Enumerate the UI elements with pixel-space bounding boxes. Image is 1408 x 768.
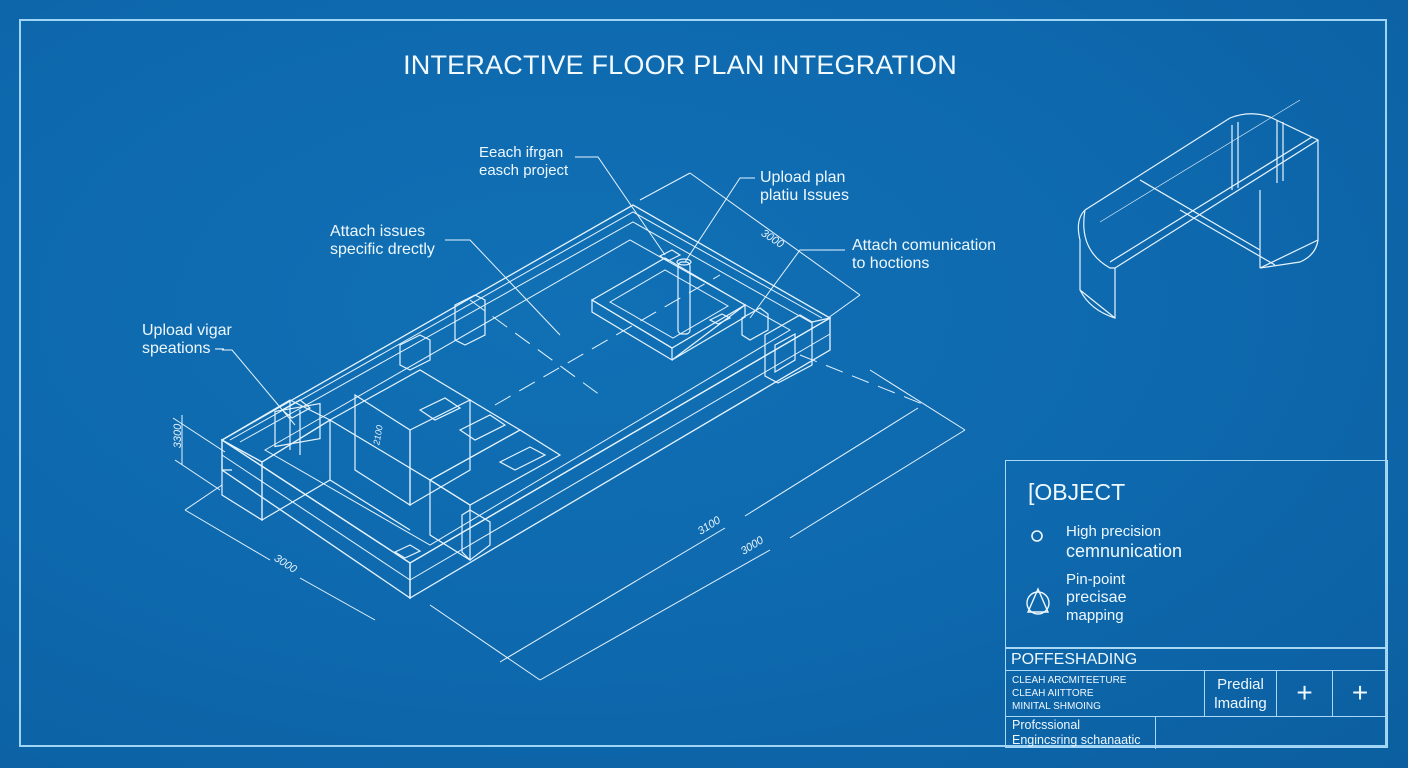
callout-each-plan: Eeach ifrgan easch project bbox=[479, 144, 569, 179]
title-block-notes: CLEAH ARCMITEETURE CLEAH AIITTORE MINITA… bbox=[1012, 675, 1127, 712]
title-block-row: CLEAH ARCMITEETURE CLEAH AIITTORE MINITA… bbox=[1006, 671, 1387, 717]
title-block-mid-label: Predial lmading bbox=[1214, 676, 1267, 712]
pin-triangle-icon bbox=[1025, 587, 1051, 622]
legend-item-line2: precisae bbox=[1066, 589, 1127, 606]
callout-upload-vigar: Upload vigar speations – bbox=[142, 322, 232, 357]
title-block-header-text: POFFESHADING bbox=[1011, 651, 1138, 668]
legend-title: [OBJECT bbox=[1028, 479, 1126, 505]
drawing-frame bbox=[19, 19, 1387, 747]
callout-attach-issues: Attach issues specific drectly bbox=[330, 223, 435, 258]
title-block-mid-cell: Predial lmading bbox=[1205, 671, 1277, 716]
title-block-header: POFFESHADING bbox=[1006, 649, 1387, 671]
plus-cell-1: + bbox=[1277, 671, 1333, 716]
title-block-footer-cell: Profcssional Engincsring schanaatic bbox=[1006, 717, 1156, 749]
dimension-lines bbox=[172, 172, 966, 681]
legend-item-line1: High precision bbox=[1066, 523, 1162, 540]
left-room bbox=[220, 294, 562, 562]
legend-item-precision: High precision cemnunication bbox=[1066, 523, 1182, 562]
legend-item-pinpoint: Pin-point precisae mapping bbox=[1066, 571, 1126, 624]
isometric-object bbox=[1077, 99, 1319, 319]
platform-with-column bbox=[590, 249, 769, 362]
dashed-guides bbox=[469, 274, 926, 406]
plus-icon: + bbox=[1351, 677, 1369, 708]
title-block-footer: Profcssional Engincsring schanaatic bbox=[1012, 718, 1141, 747]
circle-icon bbox=[1030, 529, 1044, 548]
legend-item-line2: cemnunication bbox=[1066, 541, 1183, 561]
dimension-left-height: 3300 bbox=[172, 423, 185, 449]
legend-panel: [OBJECT High precision cemnunication Pin… bbox=[1005, 460, 1388, 648]
callout-attach-communication: Attach comunication to hoctions bbox=[852, 237, 997, 272]
right-wall-features bbox=[764, 314, 831, 384]
floor-plan-slab bbox=[220, 204, 832, 600]
legend-item-line3: mapping bbox=[1066, 607, 1124, 624]
title-block: POFFESHADING CLEAH ARCMITEETURE CLEAH AI… bbox=[1005, 648, 1388, 749]
legend-item-line1: Pin-point bbox=[1066, 571, 1126, 588]
plus-icon: + bbox=[1296, 677, 1313, 708]
title-block-notes-cell: CLEAH ARCMITEETURE CLEAH AIITTORE MINITA… bbox=[1006, 671, 1205, 716]
plus-cell-2: + bbox=[1333, 671, 1387, 716]
callout-upload-plan: Upload plan platiu Issues bbox=[760, 169, 849, 204]
page-title: INTERACTIVE FLOOR PLAN INTEGRATION bbox=[403, 50, 957, 80]
title-block-footer-row: Profcssional Engincsring schanaatic bbox=[1006, 717, 1387, 749]
callout-leaders bbox=[222, 156, 845, 426]
